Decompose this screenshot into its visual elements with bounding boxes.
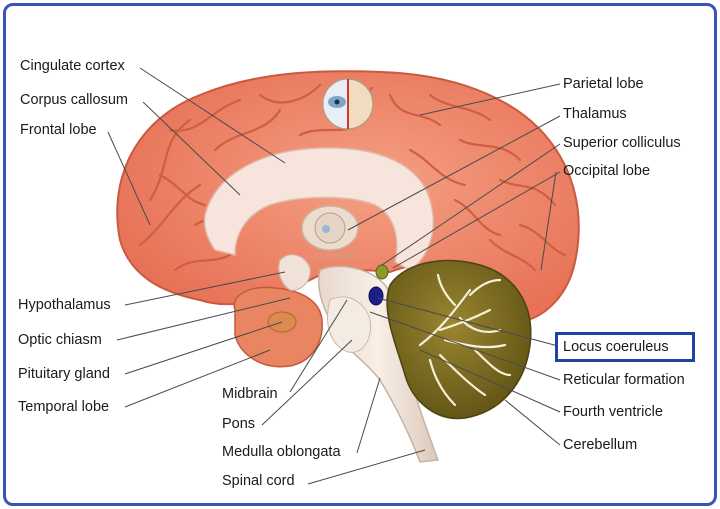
label-spinal-cord: Spinal cord: [222, 473, 295, 489]
label-locus-coeruleus: Locus coeruleus: [563, 339, 669, 355]
label-pons: Pons: [222, 416, 256, 432]
superior-colliculus-dot: [375, 264, 389, 280]
label-pituitary-gland: Pituitary gland: [18, 366, 110, 382]
label-medulla-oblongata: Medulla oblongata: [222, 444, 341, 460]
label-corpus-callosum: Corpus callosum: [20, 92, 128, 108]
pons: [327, 296, 371, 353]
gyri: [138, 83, 567, 272]
label-temporal-lobe: Temporal lobe: [18, 399, 110, 415]
arbor-vitae: [418, 273, 512, 407]
label-superior-colliculus: Superior colliculus: [563, 135, 681, 151]
leader-lines: [107, 67, 561, 485]
label-optic-chiasm: Optic chiasm: [18, 332, 102, 348]
thalamus-eye-marker: [314, 212, 346, 244]
label-fourth-ventricle: Fourth ventricle: [563, 404, 663, 420]
label-occipital-lobe: Occipital lobe: [563, 163, 651, 179]
cerebellum: [386, 259, 532, 420]
corpus-callosum: [203, 147, 434, 271]
label-frontal-lobe: Frontal lobe: [20, 122, 97, 138]
label-reticular-formation: Reticular formation: [563, 372, 685, 388]
label-parietal-lobe: Parietal lobe: [563, 76, 644, 92]
label-thalamus: Thalamus: [563, 106, 627, 122]
label-cingulate-cortex: Cingulate cortex: [20, 58, 125, 74]
label-midbrain: Midbrain: [222, 386, 278, 402]
label-hypothalamus: Hypothalamus: [18, 297, 111, 313]
label-cerebellum: Cerebellum: [563, 437, 638, 453]
hypothalamus: [278, 254, 311, 291]
watermark: LUCA GHERMEL: [306, 254, 360, 260]
locus-coeruleus-highlight-box: [555, 332, 695, 362]
locus-coeruleus-dot: [368, 286, 384, 306]
